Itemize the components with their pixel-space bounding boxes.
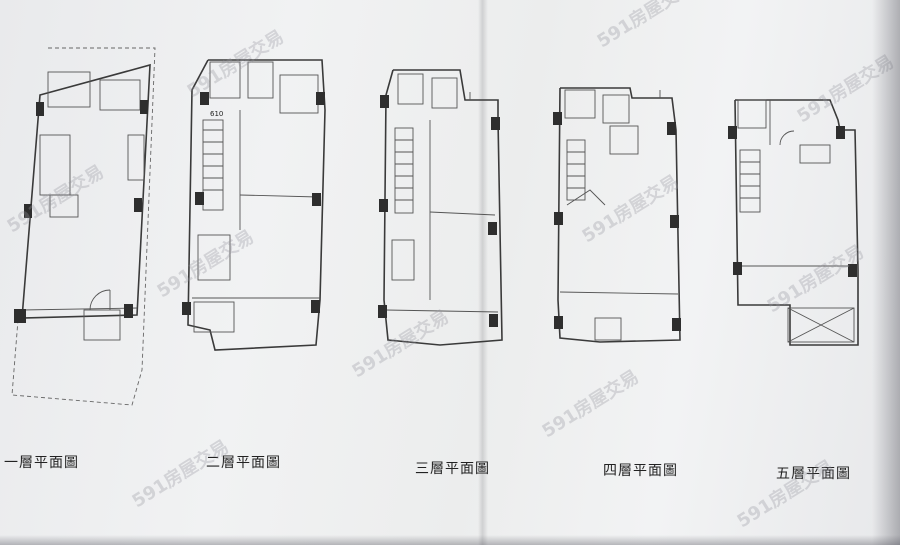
floor-plan-1 [11,47,156,406]
page-edge-shadow [872,0,900,545]
stair-note: 610 [210,110,224,118]
floor-label-3: 三層平面圖 [415,461,490,477]
page-fold [478,0,488,545]
floor-plan-3 [378,69,503,346]
floor-plan-2 [182,59,326,351]
floor-plan-4 [553,87,681,343]
floor-label-2: 二層平面圖 [206,455,281,471]
floor-plan-5 [728,99,859,346]
floor-label-5: 五層平面圖 [776,466,851,482]
page-bottom-shadow [0,535,900,545]
floor-label-4: 四層平面圖 [603,463,678,479]
floor-label-1: 一層平面圖 [4,455,79,471]
